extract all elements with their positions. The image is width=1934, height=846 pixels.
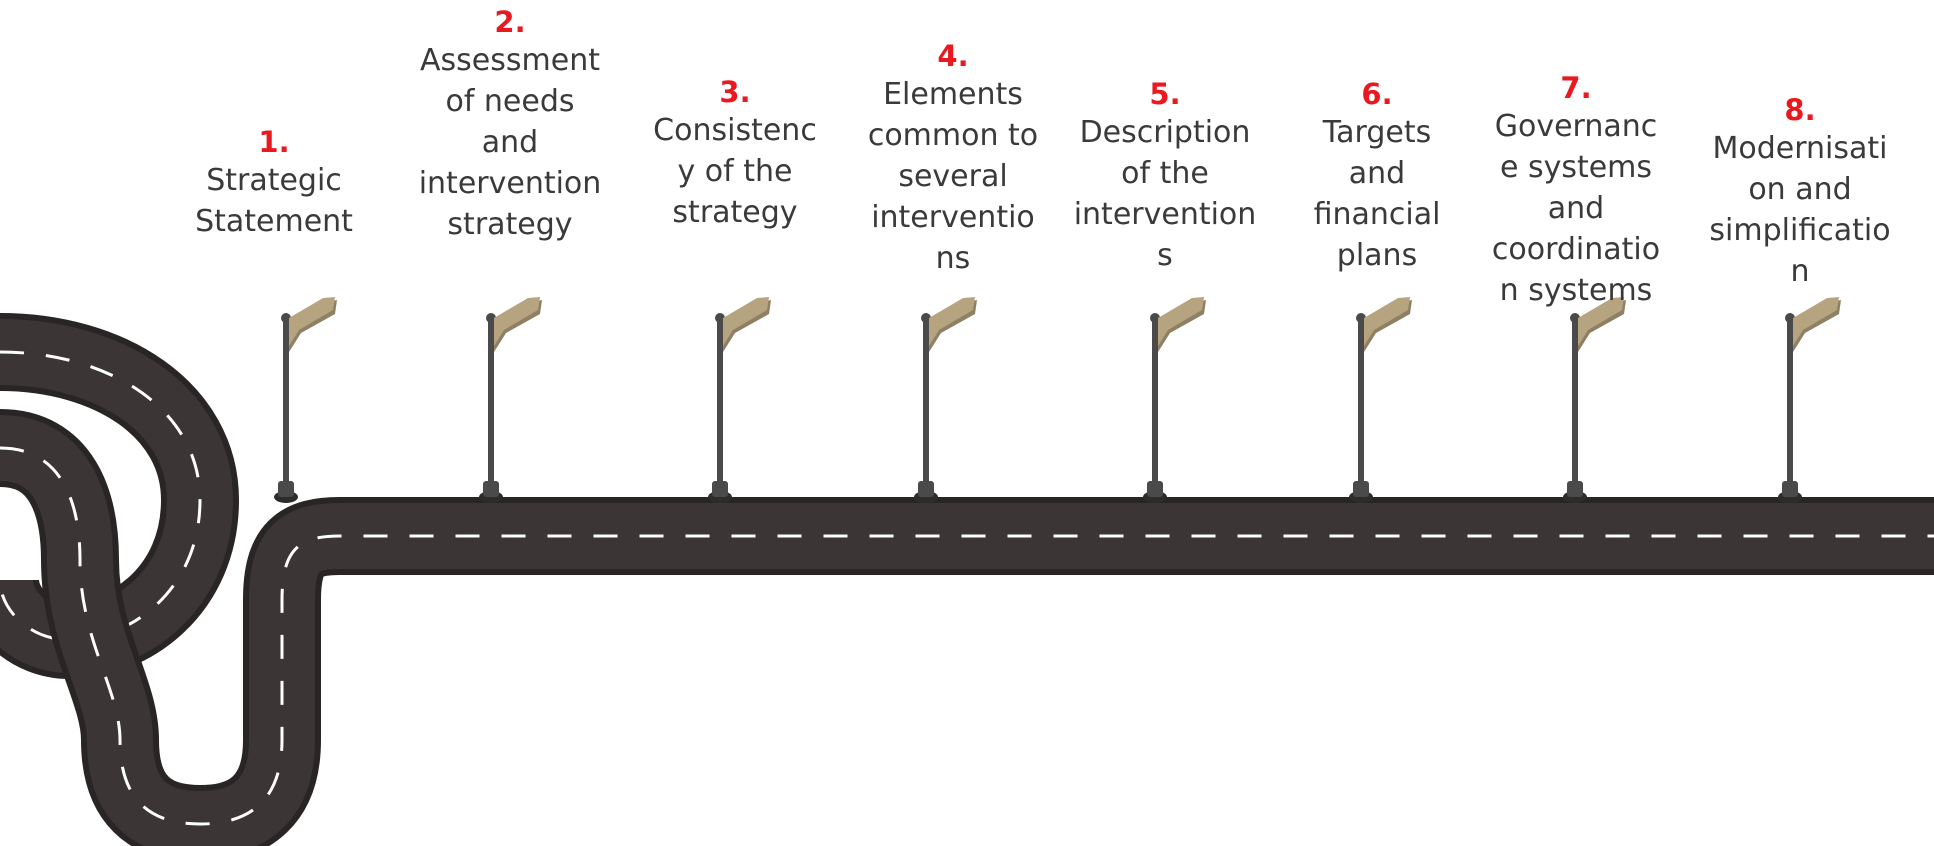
flag-pole-foot xyxy=(712,481,728,497)
flag-pole-8 xyxy=(1778,297,1841,503)
step-2-line-5: strategy xyxy=(447,207,573,242)
step-3-line-1: Consistenc xyxy=(653,113,817,148)
road-main xyxy=(0,415,1934,846)
flag-pole-shaft xyxy=(1787,318,1793,484)
flag-pole-shaft xyxy=(488,318,494,484)
flag-sign xyxy=(494,297,540,346)
step-1-line-1: Strategic xyxy=(206,163,342,198)
step-4-line-3: several xyxy=(898,159,1008,194)
step-5-line-1: Description xyxy=(1079,115,1251,150)
step-4-line-4: interventio xyxy=(871,200,1035,235)
step-5-line-3: intervention xyxy=(1073,197,1257,232)
step-4-line-2: common to xyxy=(867,118,1039,153)
step-3-line-3: strategy xyxy=(672,195,798,230)
step-7-number: 7. xyxy=(1560,71,1592,105)
flag-pole-foot xyxy=(918,481,934,497)
flag-sign xyxy=(723,297,769,346)
flag-pole-cap xyxy=(1150,313,1160,323)
road-loop-upper-lane xyxy=(0,350,202,642)
flag-sign xyxy=(1578,297,1624,346)
flag-sign xyxy=(929,297,975,346)
flag-pole-6 xyxy=(1349,297,1412,503)
step-8-line-1: Modernisati xyxy=(1712,131,1888,166)
flag-pole-foot xyxy=(1567,481,1583,497)
flag-sign xyxy=(1364,297,1410,346)
flag-pole-cap xyxy=(1785,313,1795,323)
step-7-line-5: n systems xyxy=(1499,273,1653,308)
flag-pole-3 xyxy=(708,297,771,503)
step-6: 6. Targets and financial plans xyxy=(1314,76,1441,276)
step-6-line-1: Targets xyxy=(1322,115,1432,150)
flag-pole-shaft xyxy=(1358,318,1364,484)
step-6-line-3: financial xyxy=(1313,197,1441,232)
flag-pole-foot xyxy=(278,481,294,497)
step-8: 8. Modernisati on and simplificatio n xyxy=(1709,92,1890,292)
step-5-line-2: of the xyxy=(1121,156,1209,191)
flag-pole-foot xyxy=(1353,481,1369,497)
flag-pole-cap xyxy=(281,313,291,323)
flag-pole-foot xyxy=(483,481,499,497)
step-7-line-1: Governanc xyxy=(1494,109,1658,144)
step-5-line-4: s xyxy=(1157,238,1173,273)
step-2-line-4: intervention xyxy=(418,166,602,201)
step-8-line-3: simplificatio xyxy=(1709,213,1891,248)
flag-pole-shaft xyxy=(283,318,289,484)
step-8-line-4: n xyxy=(1790,254,1810,289)
winding-road xyxy=(0,313,1934,846)
step-4-line-1: Elements xyxy=(883,77,1023,112)
flag-sign xyxy=(289,297,335,346)
step-4-line-5: ns xyxy=(935,241,971,276)
flag-pole-cap xyxy=(921,313,931,323)
step-5-number: 5. xyxy=(1149,77,1181,111)
step-7-line-3: and xyxy=(1547,191,1605,226)
flag-pole-shaft xyxy=(1572,318,1578,484)
step-6-line-2: and xyxy=(1348,156,1406,191)
step-3-number: 3. xyxy=(719,75,751,109)
flag-pole-shaft xyxy=(1152,318,1158,484)
flag-pole-shaft xyxy=(923,318,929,484)
flag-sign xyxy=(1793,297,1839,346)
step-1-line-2: Statement xyxy=(195,204,353,239)
flag-pole-5 xyxy=(1143,297,1206,503)
flag-pole-cap xyxy=(486,313,496,323)
flag-poles xyxy=(274,297,1841,503)
step-2-number: 2. xyxy=(494,5,526,39)
step-2-line-2: of needs xyxy=(445,84,575,119)
flag-sign xyxy=(1158,297,1204,346)
flag-pole-foot xyxy=(1147,481,1163,497)
step-2: 2. Assessment of needs and intervention … xyxy=(419,4,602,245)
flag-pole-2 xyxy=(479,297,542,503)
step-4: 4. Elements common to several interventi… xyxy=(868,38,1038,279)
step-6-number: 6. xyxy=(1361,77,1393,111)
flag-pole-cap xyxy=(1570,313,1580,323)
step-8-number: 8. xyxy=(1784,93,1816,127)
step-3: 3. Consistenc y of the strategy xyxy=(653,74,817,233)
flag-pole-cap xyxy=(715,313,725,323)
step-7-line-2: e systems xyxy=(1499,150,1653,185)
road-main-lane xyxy=(0,446,1934,826)
step-1-number: 1. xyxy=(258,125,290,159)
step-8-line-2: on and xyxy=(1748,172,1852,207)
flag-pole-foot xyxy=(1782,481,1798,497)
step-7: 7. Governanc e systems and coordinatio n… xyxy=(1492,70,1660,311)
step-1: 1. Strategic Statement xyxy=(195,124,353,242)
step-7-line-4: coordinatio xyxy=(1491,232,1661,267)
step-2-line-1: Assessment xyxy=(420,43,600,78)
flag-pole-7 xyxy=(1563,297,1626,503)
step-5: 5. Description of the intervention s xyxy=(1074,76,1257,276)
step-3-line-2: y of the xyxy=(677,154,793,189)
flag-pole-shaft xyxy=(717,318,723,484)
flag-pole-4 xyxy=(914,297,977,503)
flag-pole-1 xyxy=(274,297,337,503)
step-4-number: 4. xyxy=(937,39,969,73)
step-2-line-3: and xyxy=(481,125,539,160)
step-6-line-4: plans xyxy=(1336,238,1418,273)
flag-pole-cap xyxy=(1356,313,1366,323)
